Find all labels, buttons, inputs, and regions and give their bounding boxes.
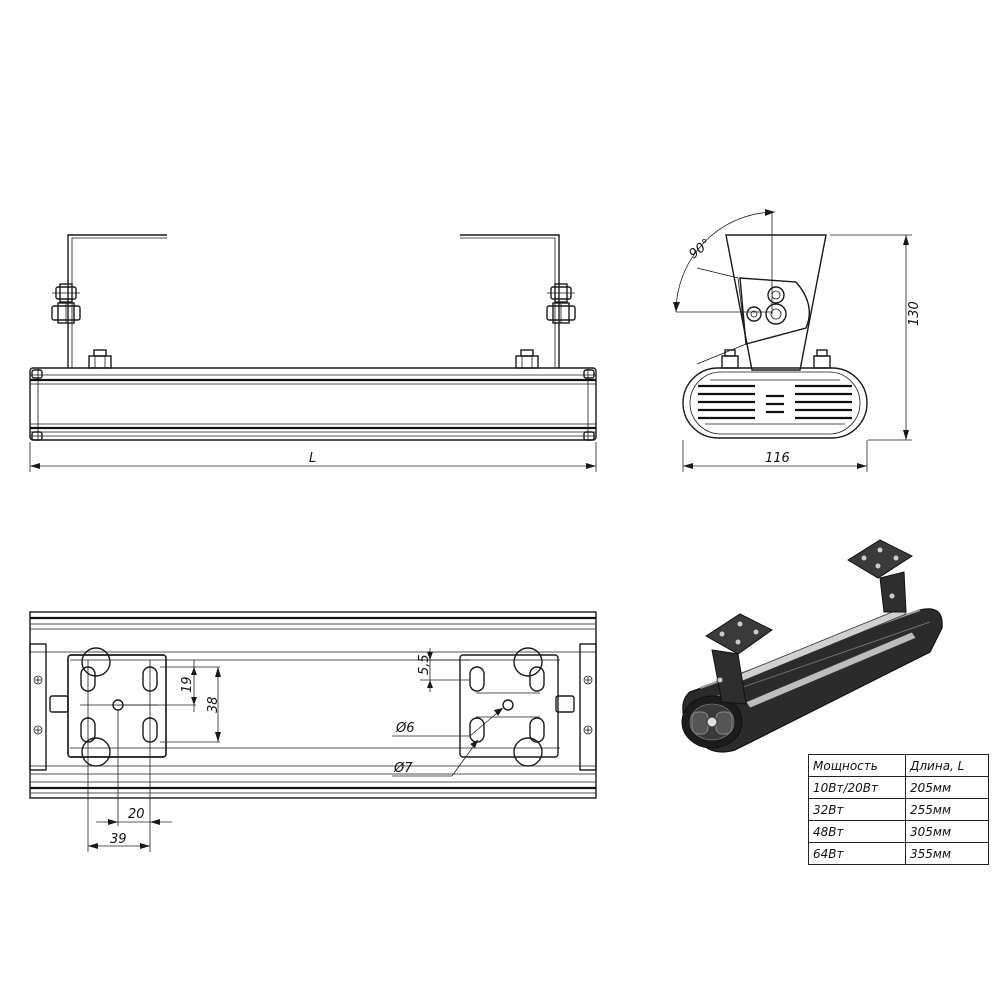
vent-slots-center (766, 394, 784, 414)
end-cap-right (579, 643, 597, 771)
housing-nuts (88, 349, 539, 369)
width-label: 116 (765, 451, 790, 466)
pivot-bolt (767, 286, 785, 304)
housing-section (682, 367, 868, 439)
table-header-power: Мощность (808, 754, 906, 777)
slot-offset-dimension (420, 648, 470, 692)
housing-body (29, 367, 597, 441)
power-length-table: Мощность Длина, L 10Вт/20Вт 205мм 32Вт 2… (808, 754, 989, 865)
table-header-length: Длина, L (905, 754, 989, 777)
table-header-row: Мощность Длина, L (808, 754, 989, 777)
table-row: 10Вт/20Вт 205мм (808, 776, 989, 799)
hole-spacing-dimension (118, 660, 221, 743)
table-row: 32Вт 255мм (808, 798, 989, 821)
table-row: 48Вт 305мм (808, 820, 989, 843)
swivel-plate (739, 277, 810, 345)
right-mount-plate (459, 647, 559, 767)
side-view: 90° (673, 209, 922, 472)
left-bracket (67, 234, 167, 368)
front-view: L (29, 234, 597, 472)
table-cell-power: 64Вт (808, 842, 906, 865)
slot-diameter-label: Ø7 (393, 761, 413, 776)
table-row: 64Вт 355мм (808, 842, 989, 865)
height-dimension (830, 234, 912, 441)
left-bracket-bolts (51, 283, 81, 324)
table-cell-length: 255мм (905, 798, 989, 821)
isometric-view (681, 539, 943, 753)
end-cap-left (29, 643, 47, 771)
vent-slots-left (698, 384, 755, 420)
table-cell-power: 32Вт (808, 798, 906, 821)
length-label: L (309, 451, 316, 466)
table-cell-power: 48Вт (808, 820, 906, 843)
table-cell-length: 355мм (905, 842, 989, 865)
right-bracket-bolts (546, 283, 576, 324)
height-label: 130 (907, 301, 922, 326)
angle-dimension (673, 209, 776, 314)
right-bracket (460, 234, 560, 368)
horizontal-spacing-large-label: 39 (110, 832, 127, 847)
rotated-bracket-outline (696, 267, 747, 365)
angle-label: 90° (687, 236, 714, 262)
hole-diameter-leader (392, 707, 504, 737)
hole-diameter-label: Ø6 (395, 721, 415, 736)
horizontal-spacing-dimension (87, 710, 172, 852)
table-cell-length: 205мм (905, 776, 989, 799)
length-dimension (29, 442, 597, 472)
horizontal-spacing-small-label: 20 (128, 807, 145, 822)
hole-spacing-small-label: 19 (180, 676, 195, 693)
vent-slots-right (795, 384, 852, 420)
top-view: 5,5 19 38 Ø6 Ø7 (29, 611, 597, 852)
table-cell-power: 10Вт/20Вт (808, 776, 906, 799)
slot-offset-label: 5,5 (417, 654, 432, 675)
slot-diameter-leader (392, 739, 479, 777)
hole-spacing-large-label: 38 (206, 696, 221, 713)
table-cell-length: 305мм (905, 820, 989, 843)
width-dimension (682, 440, 868, 472)
